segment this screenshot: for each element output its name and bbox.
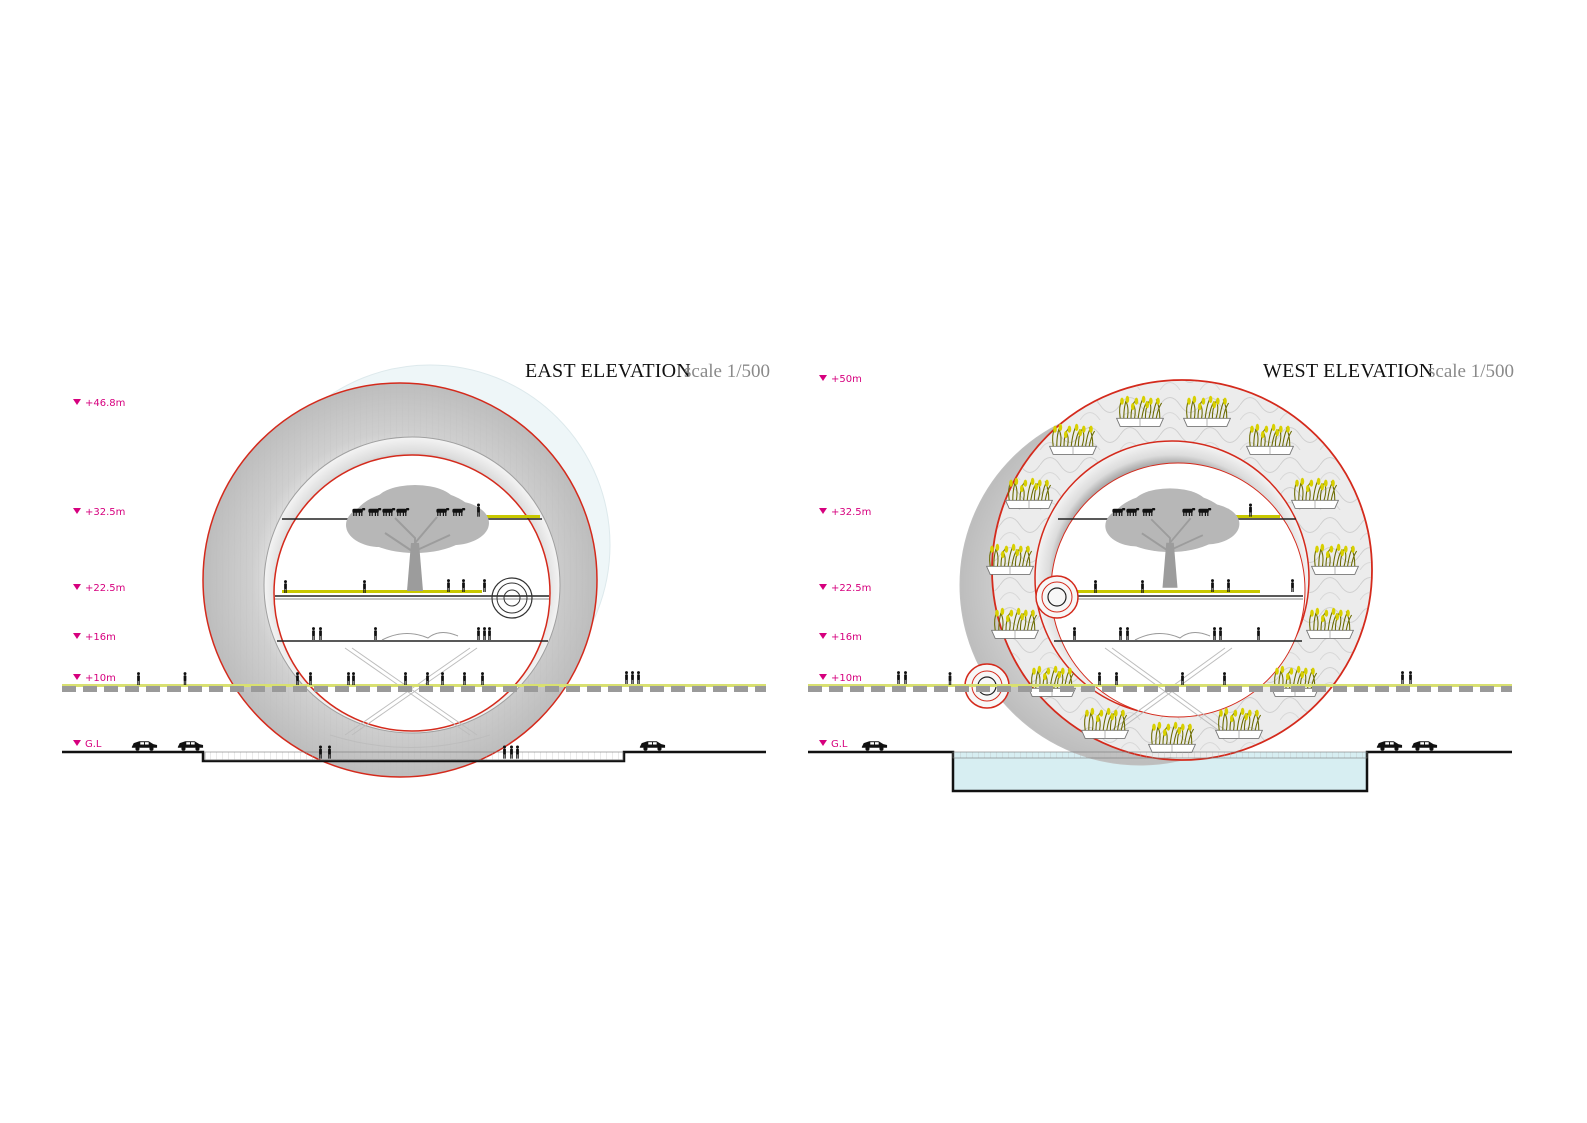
east-elevation-scale: scale 1/500	[684, 361, 770, 382]
west-car-icon	[1376, 741, 1403, 751]
svg-text:+50m: +50m	[831, 374, 862, 385]
svg-text:+10m: +10m	[85, 673, 116, 684]
west-person-icon	[897, 671, 900, 684]
west-ground-grate	[952, 751, 1368, 759]
west-elevation-title: WEST ELEVATION	[1263, 360, 1433, 382]
west-lift-upper-mid	[1041, 581, 1073, 613]
west-level-marker: +16m	[819, 632, 862, 643]
east-person-icon	[637, 671, 640, 684]
east-level-marker: +46.8m	[73, 398, 125, 409]
east-grass-22m	[282, 590, 482, 593]
west-level-marker: +10m	[819, 673, 862, 684]
svg-text:+32.5m: +32.5m	[831, 507, 871, 518]
west-car-icon	[1411, 741, 1438, 751]
west-level-marker: G.L	[819, 739, 848, 750]
west-car-icon	[861, 741, 888, 751]
east-ground-line	[62, 750, 766, 763]
svg-text:+16m: +16m	[85, 632, 116, 643]
east-car-icon	[131, 741, 158, 751]
east-lift-mid	[496, 582, 528, 614]
west-level-marker: +22.5m	[819, 583, 871, 594]
west-lift-upper-inner	[1047, 587, 1067, 607]
svg-text:+16m: +16m	[831, 632, 862, 643]
west-person-icon	[904, 671, 907, 684]
svg-text:+22.5m: +22.5m	[831, 583, 871, 594]
svg-text:+46.8m: +46.8m	[85, 398, 125, 409]
west-ground-line	[808, 750, 1512, 793]
east-person-icon	[625, 671, 628, 684]
svg-text:G.L: G.L	[831, 739, 848, 750]
east-level-markers: +46.8m +32.5m +22.5m +16m +10m G.L	[73, 398, 125, 750]
west-elevation: WEST ELEVATION scale 1/500	[808, 360, 1514, 793]
svg-text:+22.5m: +22.5m	[85, 583, 125, 594]
east-level-marker: +32.5m	[73, 507, 125, 518]
west-person-icon	[948, 672, 952, 685]
east-lift-inner	[503, 589, 521, 607]
west-level-markers: +50m +32.5m +22.5m +16m +10m G.L	[819, 374, 871, 750]
east-level-marker: +10m	[73, 673, 116, 684]
east-car-icon	[177, 741, 204, 751]
east-person-icon	[137, 672, 140, 685]
west-grass-22m	[1060, 590, 1260, 593]
east-elevation-title: EAST ELEVATION	[525, 360, 691, 382]
west-level-marker: +50m	[819, 374, 862, 385]
east-lift-outer	[491, 577, 533, 619]
west-water-basin	[953, 752, 1367, 790]
east-level-marker: G.L	[73, 739, 102, 750]
svg-text:G.L: G.L	[85, 739, 102, 750]
svg-text:+32.5m: +32.5m	[85, 507, 125, 518]
east-elevation: EAST ELEVATION scale 1/500	[62, 360, 770, 778]
east-level-marker: +22.5m	[73, 583, 125, 594]
east-car-icon	[639, 741, 666, 751]
west-person-icon	[1409, 671, 1412, 684]
west-level-marker: +32.5m	[819, 507, 871, 518]
svg-text:+10m: +10m	[831, 673, 862, 684]
east-level-marker: +16m	[73, 632, 116, 643]
east-ramp-structure	[329, 647, 491, 748]
east-person-icon	[183, 672, 187, 685]
west-bench-shape	[1134, 632, 1211, 641]
west-road-deck	[808, 684, 1512, 692]
west-elevation-scale: scale 1/500	[1428, 361, 1514, 382]
east-road-deck	[62, 684, 766, 692]
west-person-icon	[1401, 671, 1404, 684]
east-ground-grate	[204, 751, 624, 761]
east-bench-shape	[381, 632, 459, 641]
east-person-icon	[631, 671, 634, 684]
